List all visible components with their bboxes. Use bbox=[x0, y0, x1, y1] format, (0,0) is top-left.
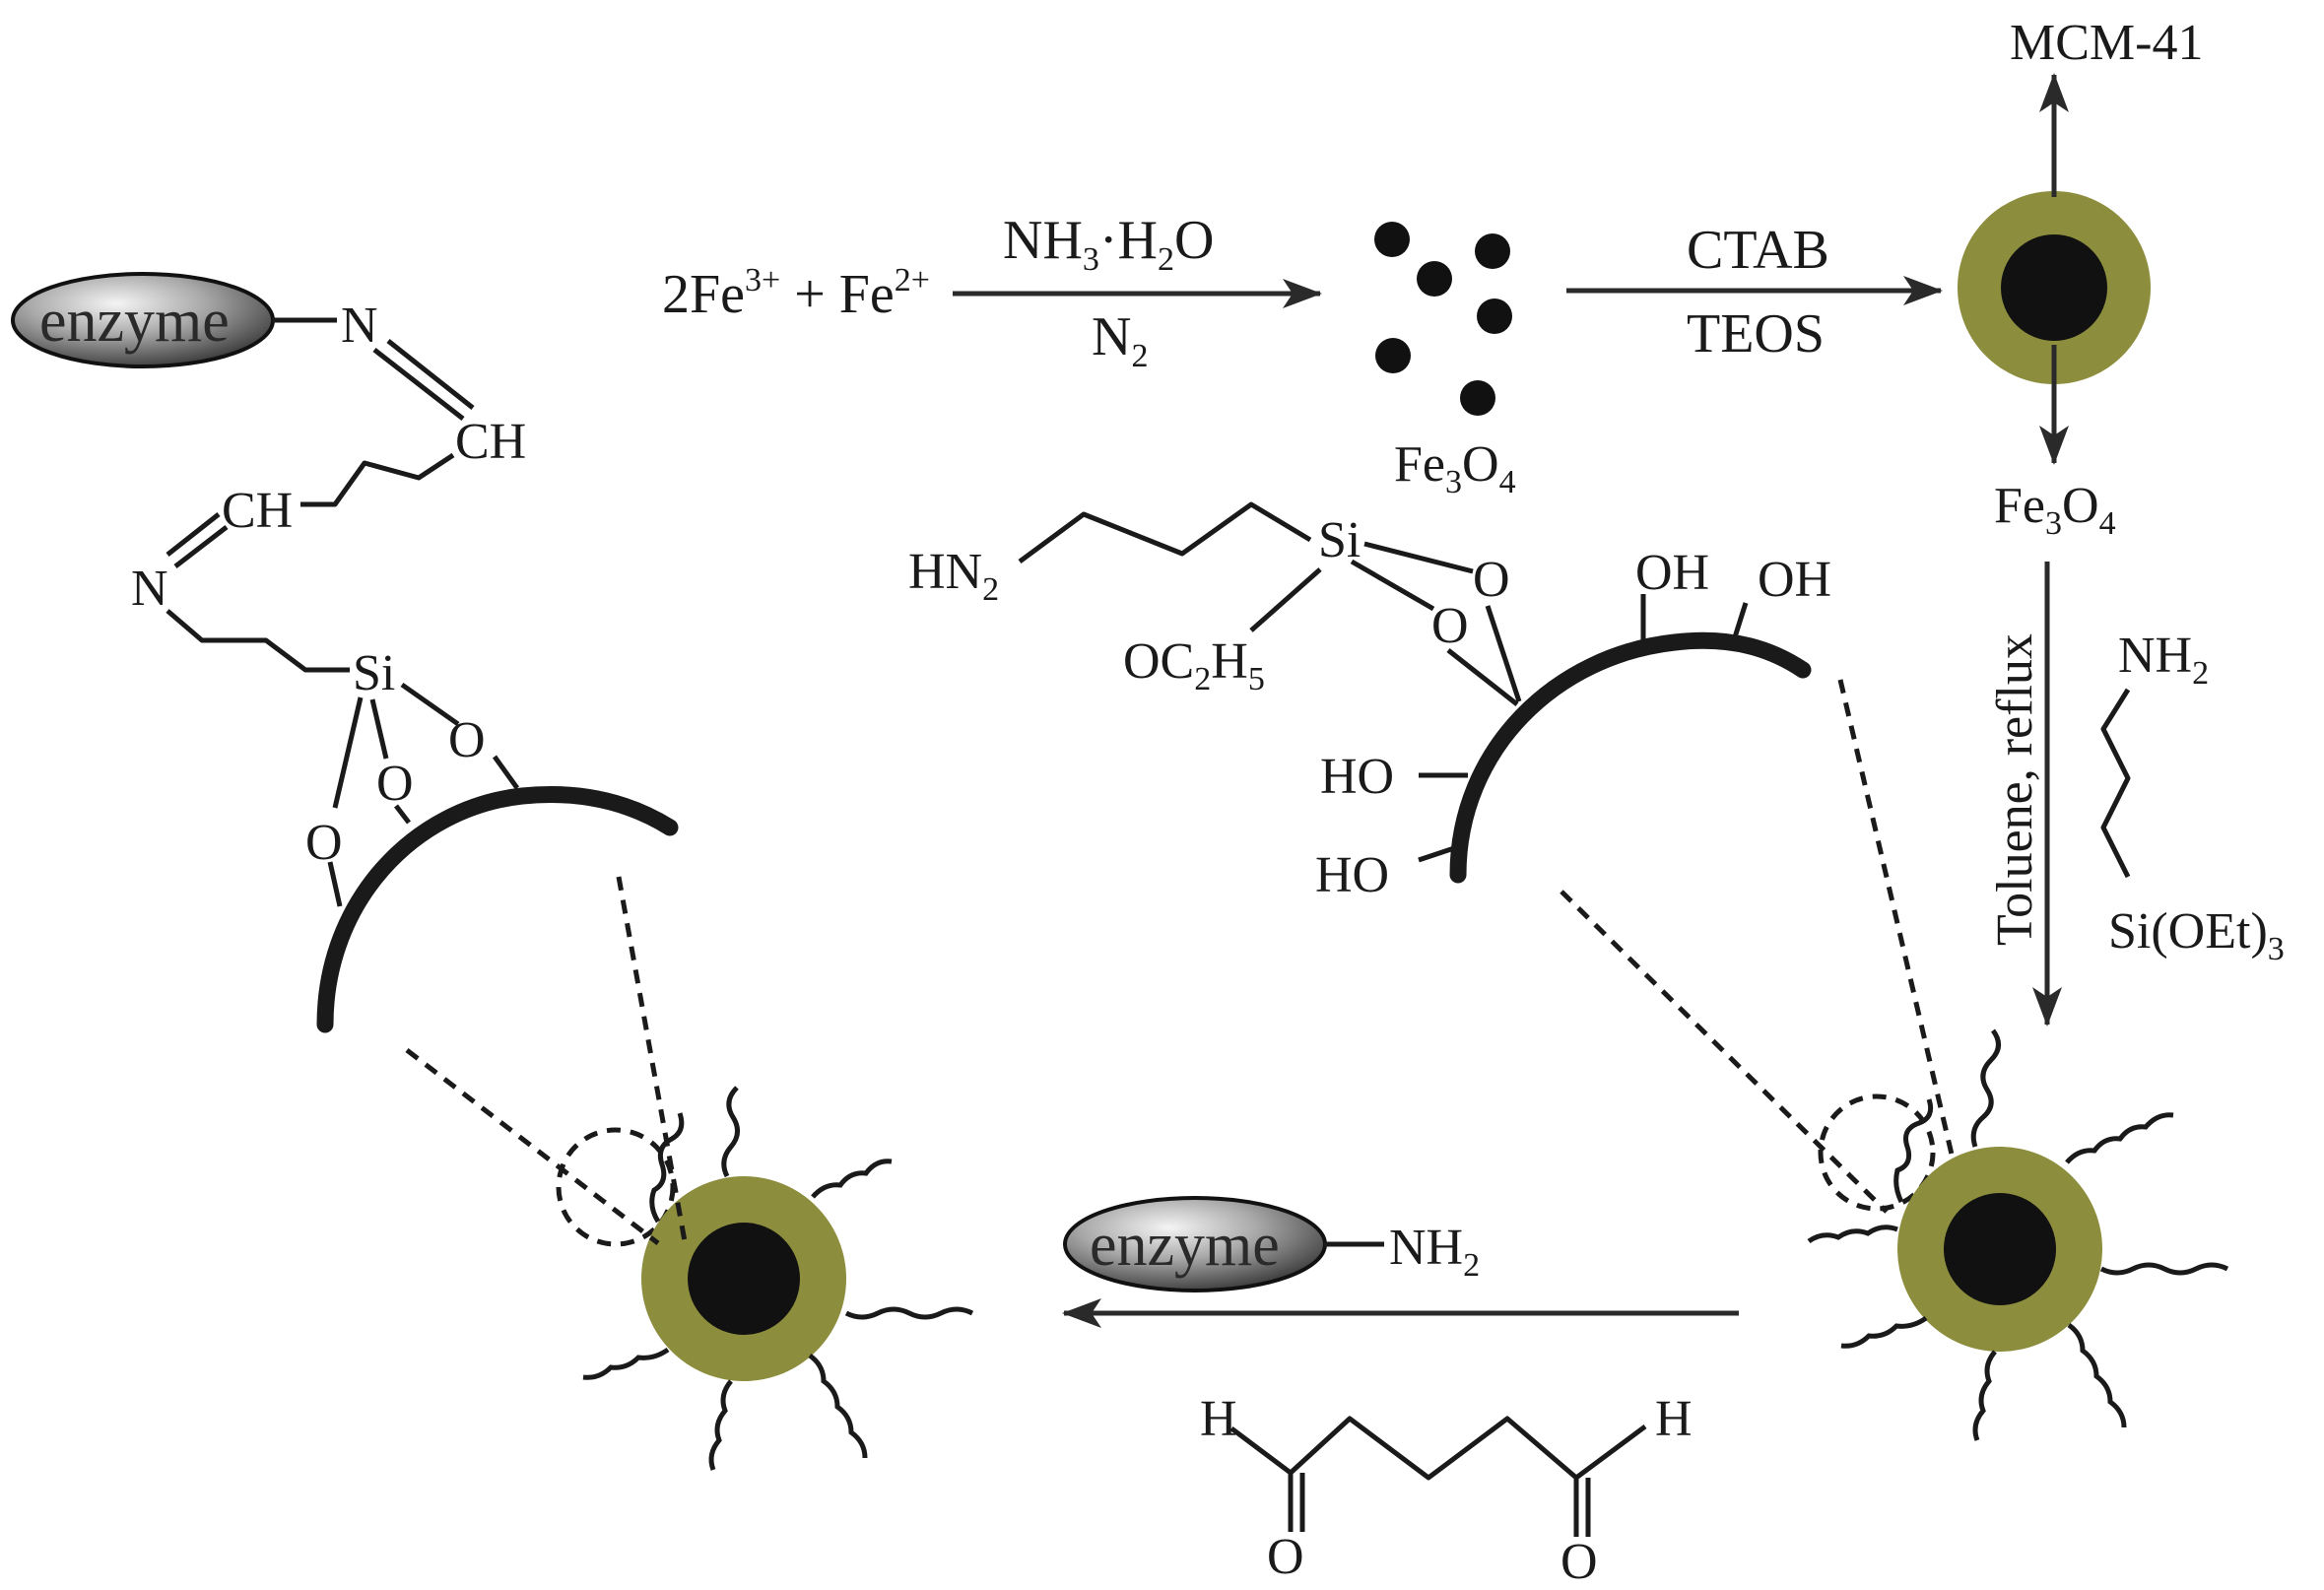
svg-text:H: H bbox=[1655, 1391, 1693, 1447]
enzyme-reagent: enzyme NH2 bbox=[1063, 1196, 1480, 1292]
svg-text:Si: Si bbox=[353, 645, 395, 701]
svg-text:HN2: HN2 bbox=[908, 544, 999, 608]
aminated-particle bbox=[1807, 1028, 2229, 1441]
left-linker-structure: enzyme N CH CH N Si O O O bbox=[11, 272, 688, 1245]
svg-text:NH2: NH2 bbox=[1389, 1220, 1480, 1284]
svg-text:O: O bbox=[1473, 552, 1510, 608]
svg-text:Si: Si bbox=[1318, 512, 1361, 568]
step3-condition: Toluene, reflux bbox=[1987, 633, 2043, 946]
svg-text:OH: OH bbox=[1758, 552, 1831, 608]
svg-text:HO: HO bbox=[1315, 847, 1389, 903]
svg-text:OC2H5: OC2H5 bbox=[1123, 633, 1265, 697]
svg-text:H: H bbox=[1200, 1391, 1237, 1447]
reactants-label: 2Fe3+ + Fe2+ bbox=[662, 262, 930, 325]
fe3o4-label-right: Fe3O4 bbox=[1994, 478, 2116, 542]
middle-surface-structure: HN2 Si Fe3O4 O O OC2H5 OH OH HO HO bbox=[908, 436, 1963, 1214]
step1-reagent: NH3·H2O bbox=[1003, 210, 1214, 278]
mcm-41-label: MCM-41 bbox=[2010, 15, 2203, 71]
step1-atmosphere: N2 bbox=[1092, 306, 1148, 374]
svg-text:O: O bbox=[1560, 1534, 1598, 1590]
svg-text:N: N bbox=[131, 561, 168, 617]
svg-text:Si(OEt)3: Si(OEt)3 bbox=[2108, 903, 2285, 967]
svg-text:Fe3O4: Fe3O4 bbox=[1394, 436, 1516, 500]
svg-text:HO: HO bbox=[1320, 749, 1394, 805]
svg-text:O: O bbox=[1431, 598, 1469, 654]
svg-text:CH: CH bbox=[455, 414, 526, 470]
svg-text:enzyme: enzyme bbox=[1090, 1212, 1280, 1279]
core-shell-particle-top bbox=[1958, 73, 2151, 465]
svg-text:OH: OH bbox=[1635, 545, 1709, 601]
svg-text:enzyme: enzyme bbox=[39, 288, 230, 355]
svg-text:2Fe3+ + Fe2+: 2Fe3+ + Fe2+ bbox=[662, 262, 930, 325]
step2-reagent-ctab: CTAB bbox=[1687, 220, 1829, 281]
svg-text:O: O bbox=[448, 712, 486, 768]
svg-text:NH2: NH2 bbox=[2118, 628, 2209, 692]
glutaraldehyde-structure: H H O O bbox=[1200, 1391, 1693, 1590]
immobilised-particle bbox=[556, 1086, 974, 1471]
svg-text:O: O bbox=[305, 815, 343, 871]
aptes-structure: NH2 Si(OEt)3 bbox=[2100, 628, 2285, 967]
svg-text:O: O bbox=[1267, 1529, 1304, 1585]
svg-text:O: O bbox=[376, 756, 414, 812]
svg-text:N: N bbox=[341, 298, 378, 354]
fe3o4-nanoparticles bbox=[1374, 222, 1512, 416]
svg-text:CH: CH bbox=[222, 483, 293, 539]
step2-reagent-teos: TEOS bbox=[1687, 303, 1825, 364]
